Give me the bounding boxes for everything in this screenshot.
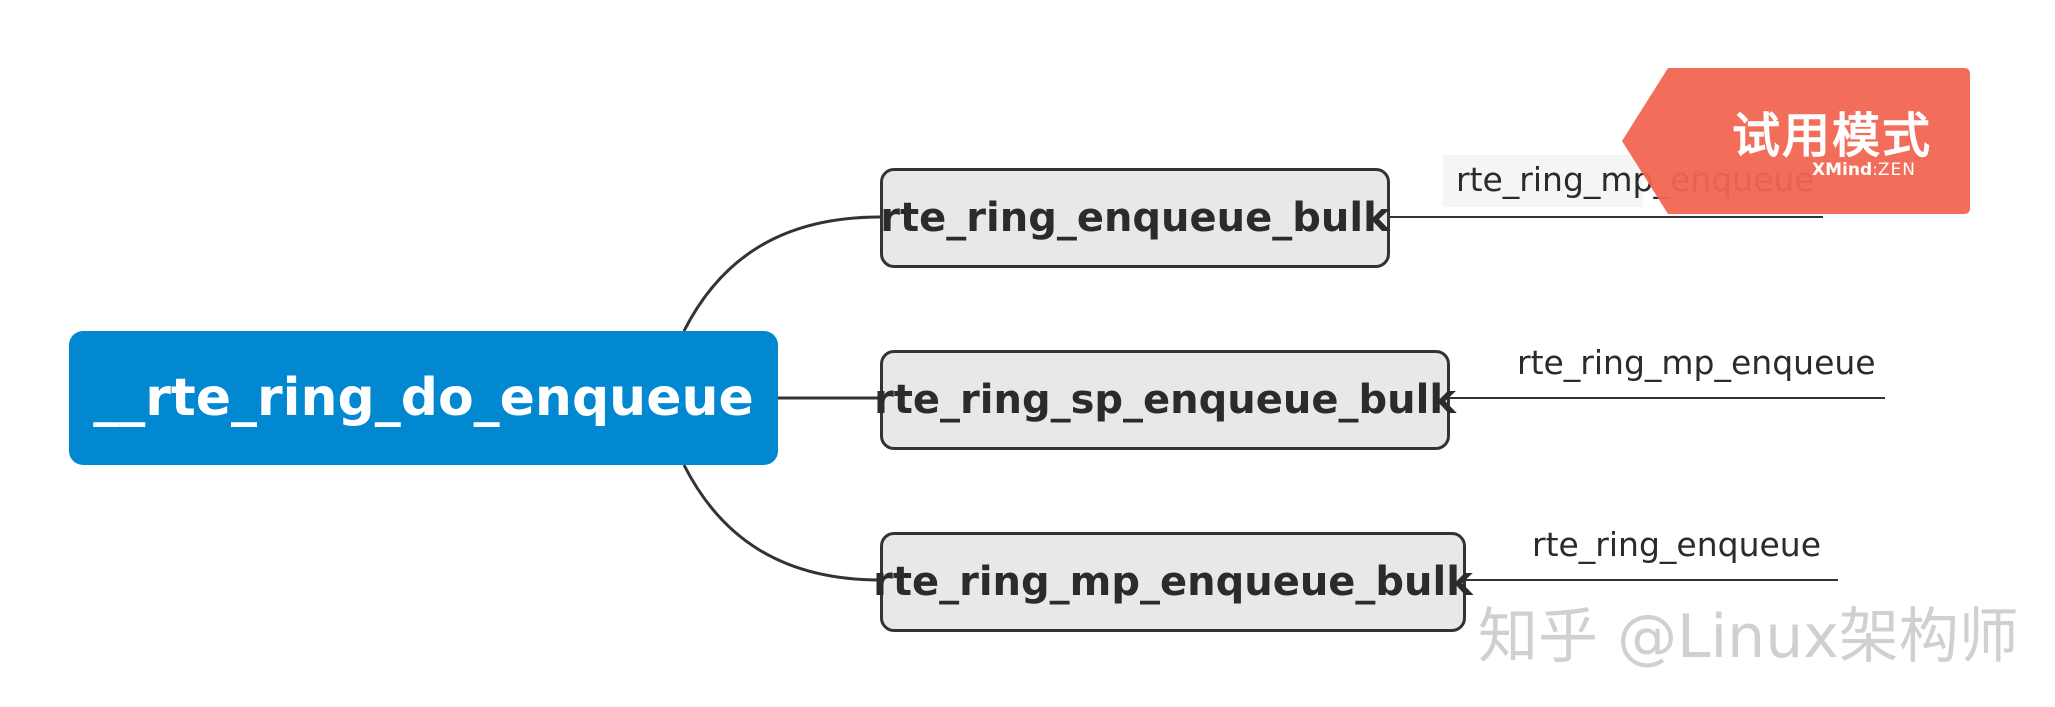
branch-node-1[interactable]: rte_ring_enqueue_bulk xyxy=(880,168,1390,268)
connector-root-branch-3 xyxy=(682,464,881,582)
brand-separator: : xyxy=(1872,160,1878,180)
connector-root-branch-1 xyxy=(682,215,881,332)
branch-node-2[interactable]: rte_ring_sp_enqueue_bulk xyxy=(874,350,1456,450)
brand-edition: ZEN xyxy=(1877,160,1916,180)
root-node[interactable]: __rte_ring_do_enqueue xyxy=(69,331,778,465)
leaf-node-2[interactable]: rte_ring_mp_enqueue xyxy=(1517,343,1876,382)
leaf-node-3[interactable]: rte_ring_enqueue xyxy=(1532,525,1822,564)
leaf-highlight xyxy=(1443,155,1643,207)
brand-name: XMind xyxy=(1812,160,1873,180)
trial-banner xyxy=(1622,68,1970,214)
trial-mode-title: 试用模式 xyxy=(1732,108,1933,164)
watermark: 知乎 @Linux架构师 xyxy=(1478,602,2019,672)
xmind-zen-logo: XMind:ZEN xyxy=(1812,160,1916,180)
branch-node-3[interactable]: rte_ring_mp_enqueue_bulk xyxy=(873,532,1473,632)
